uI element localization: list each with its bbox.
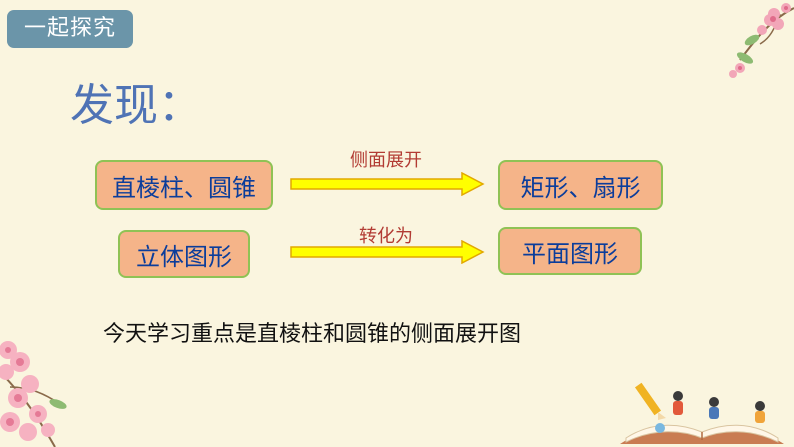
arrow-label-unfold: 侧面展开 bbox=[350, 150, 422, 171]
right-arrow-icon bbox=[290, 172, 485, 196]
section-tag: 一起探究 bbox=[7, 10, 133, 48]
source-box-solid-figure: 立体图形 bbox=[118, 230, 250, 278]
summary-text: 今天学习重点是直棱柱和圆锥的侧面展开图 bbox=[103, 322, 522, 347]
arrow-label-convert: 转化为 bbox=[359, 226, 413, 247]
target-box-rectangle-sector: 矩形、扇形 bbox=[498, 160, 663, 210]
open-book-with-students-icon bbox=[620, 382, 784, 444]
right-arrow-icon bbox=[290, 240, 485, 264]
page-title: 发现： bbox=[70, 80, 202, 131]
target-box-plane-figure: 平面图形 bbox=[498, 227, 642, 275]
cherry-blossom-cluster-icon bbox=[0, 341, 67, 447]
pink-flower-branch-icon bbox=[729, 3, 794, 78]
source-box-prism-cone: 直棱柱、圆锥 bbox=[95, 160, 273, 210]
